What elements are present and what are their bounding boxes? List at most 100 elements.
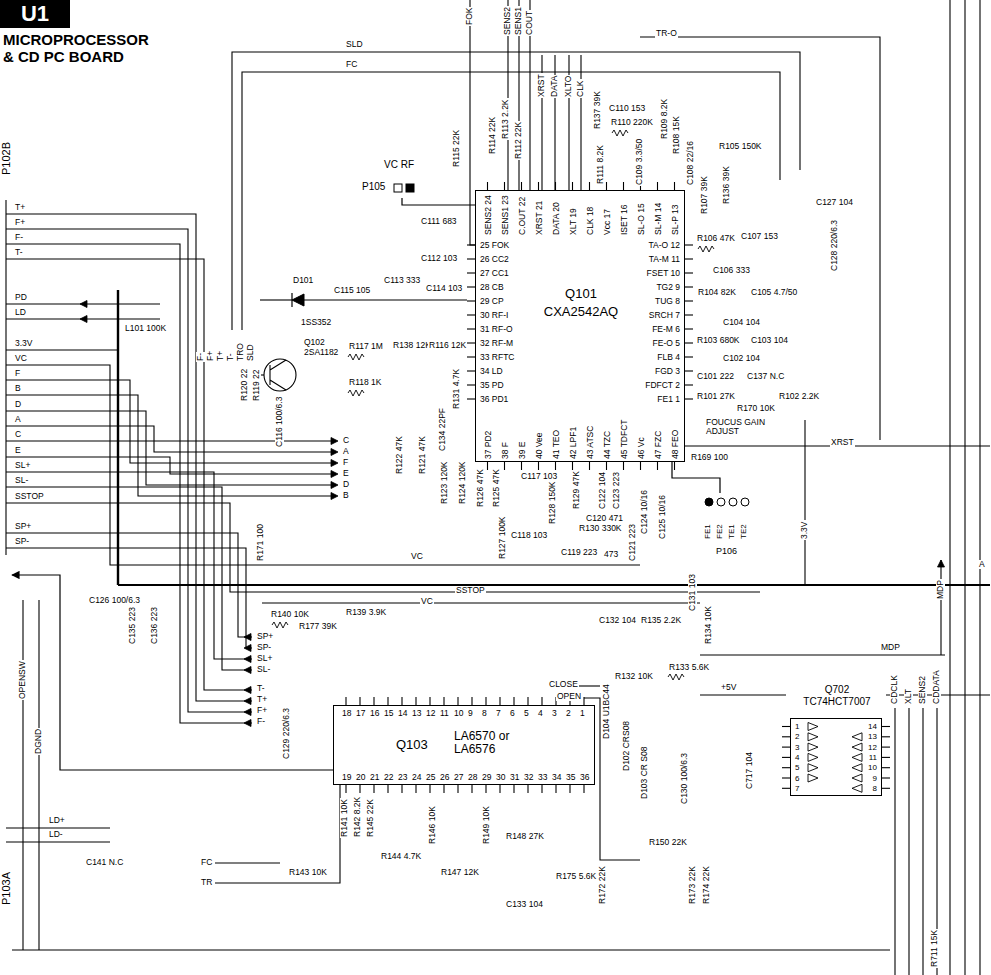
pin-label: 14 (868, 723, 877, 731)
part-label: F+ (256, 706, 268, 715)
wire (6, 365, 640, 565)
transistor-symbol (270, 360, 286, 390)
part-label: C717 104 (745, 751, 754, 790)
pin-label: P106 (716, 547, 737, 556)
pin-lead (487, 462, 488, 470)
part-label: D (14, 400, 22, 409)
pin-label: 15 (384, 709, 393, 718)
part-label: C109 3.3/50 (635, 138, 644, 186)
pin-lead (541, 785, 542, 793)
wire (6, 380, 336, 463)
part-label: XLT (904, 688, 913, 705)
wire (22, 600, 23, 950)
pin-label: ISET 16 (620, 204, 629, 235)
part-name: P103A (1, 872, 13, 905)
pin-lead (359, 697, 360, 705)
pin-lead (685, 258, 693, 259)
wire (6, 841, 110, 842)
part-label: R110 220K (610, 118, 654, 127)
resistor-symbol (698, 246, 714, 252)
pin-lead (504, 462, 505, 470)
pin-lead (782, 788, 790, 789)
test-point (705, 498, 713, 506)
part-label: A (978, 560, 986, 569)
pin-label: CLK 18 (586, 207, 595, 235)
signal-arrow (331, 471, 338, 478)
wire-group (6, 0, 990, 975)
part-label: SENS2 (918, 675, 927, 705)
part-label: XRST (537, 73, 546, 98)
pin-label: 20 (356, 773, 365, 782)
signal-arrow (244, 667, 251, 674)
pin-lead (467, 342, 475, 343)
part-label: FOUCUS GAIN ADJUST (705, 418, 769, 436)
signal-arrow (244, 634, 251, 641)
pin-label: 30 RF-I (480, 311, 508, 320)
part-label: F+ (14, 218, 26, 227)
pin-label: SL-M 14 (654, 203, 663, 235)
pin-label: 3 (795, 744, 799, 752)
pin-label: 21 (370, 773, 379, 782)
pin-label: 12 (868, 744, 877, 752)
pin-label: 34 (552, 773, 561, 782)
pin-lead (882, 736, 890, 737)
part-label: VC (410, 552, 424, 561)
pin-label: 5 (524, 709, 529, 718)
part-label: DATA (550, 75, 559, 98)
part-label: A (14, 415, 22, 424)
part-name: U1 (0, 2, 70, 25)
pin-lead (538, 462, 539, 470)
pin-lead (467, 328, 475, 329)
part-label: C121 223 (628, 523, 637, 562)
part-label: XRST (830, 438, 855, 447)
signal-arrow (244, 720, 251, 727)
pin-lead (345, 785, 346, 793)
part-label: C119 223 (560, 548, 598, 557)
pin-label: TG2 9 (656, 283, 680, 292)
part-label: 473 (603, 550, 619, 559)
pin-lead (685, 300, 693, 301)
part-label: F- (196, 352, 205, 362)
buffer-symbol (852, 764, 862, 772)
buffer-symbol (808, 764, 818, 772)
part-label: R116 12K (428, 341, 467, 350)
test-point (729, 498, 737, 506)
pin-lead (467, 370, 475, 371)
part-label: R106 47K (696, 234, 736, 243)
pin-lead (443, 697, 444, 705)
part-label: C130 100/6.3 (680, 752, 689, 805)
signal-arrow (331, 482, 338, 489)
pin-label: 35 (566, 773, 575, 782)
pin-lead (685, 244, 693, 245)
pin-label: 13 (868, 733, 877, 741)
part-label: B (14, 384, 22, 393)
part-label: R112 22K (514, 121, 523, 160)
pin-label: 33 (538, 773, 547, 782)
part-label: C135 223 (128, 606, 137, 645)
part-label: SP- (256, 643, 272, 652)
part-label: TR-O (655, 29, 678, 38)
part-label: COUT (525, 10, 534, 36)
pin-label: 36 PD1 (480, 395, 508, 404)
pin-lead (583, 785, 584, 793)
part-label: R138 12K (392, 341, 432, 350)
wire (6, 548, 252, 648)
part-label: R134 10K (704, 605, 713, 645)
pin-label: 4 (538, 709, 543, 718)
pin-lead (685, 286, 693, 287)
pin-label: 26 CC2 (480, 255, 509, 264)
part-label: SSTOP (14, 492, 45, 501)
part-label: R149 10K (482, 805, 491, 845)
part-label: OPEN (556, 692, 582, 701)
pin-lead (623, 182, 624, 190)
part-label: C113 333 (383, 276, 421, 285)
pin-label: 38 F (501, 442, 510, 459)
pin-lead (521, 182, 522, 190)
part-label: R104 82K (697, 288, 737, 297)
part-label: CLK (576, 79, 585, 98)
part-label: FC (200, 858, 213, 867)
buffer-symbol (852, 753, 862, 761)
diode-symbol (292, 294, 304, 306)
part-label: 1SS352 (300, 318, 332, 327)
part-label: C137 N.C (746, 372, 785, 381)
